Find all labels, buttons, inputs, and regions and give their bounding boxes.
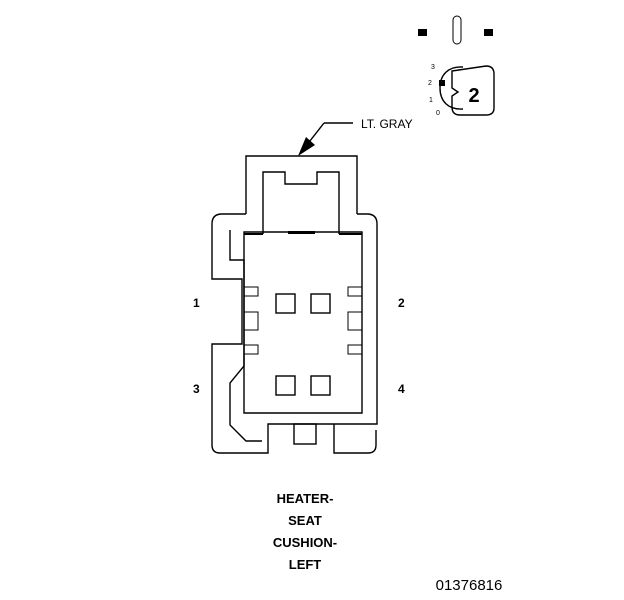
key-scale-3: 3 [431, 64, 435, 71]
key-scale-1: 1 [429, 97, 433, 104]
color-leader: LT. GRAY [298, 117, 413, 156]
rib-left-2 [243, 311, 259, 331]
rib-right-2 [347, 311, 363, 331]
pin-label-4: 4 [398, 382, 405, 396]
right-mark [484, 29, 493, 36]
connector-outer-shell [211, 213, 378, 454]
title-line-2: SEAT [288, 513, 322, 528]
connector-color-label: LT. GRAY [361, 117, 413, 131]
orientation-marks [418, 15, 493, 45]
connector-body [211, 155, 378, 454]
figure-id: 01376816 [436, 577, 503, 594]
pin-label-2: 2 [398, 296, 405, 310]
left-latch-rail [229, 230, 262, 442]
latch-housing-inner [262, 171, 340, 234]
pin-label-1: 1 [193, 296, 200, 310]
rib-right-1 [347, 286, 363, 297]
leader-arrowhead [298, 137, 315, 156]
title-line-3: CUSHION- [273, 535, 337, 550]
pin-cavity-3 [275, 375, 296, 396]
pin-cavity-2 [310, 293, 331, 314]
rib-left-1 [243, 286, 259, 297]
bottom-tab-left [293, 423, 317, 445]
connector-cavity-frame [243, 231, 363, 414]
key-body [451, 65, 495, 116]
latch-housing-outer [245, 155, 358, 214]
key-scale-2: 2 [428, 80, 432, 87]
title-line-4: LEFT [289, 557, 322, 572]
title-line-1: HEATER- [277, 491, 334, 506]
key-indicator [439, 80, 445, 86]
bottom-tab-right [333, 424, 377, 454]
connector-title: HEATER- SEAT CUSHION- LEFT [273, 491, 337, 572]
rib-left-3 [243, 344, 259, 355]
pin-cavity-4 [310, 375, 331, 396]
key-scale-0: 0 [436, 110, 440, 117]
connector-key-icon: 3 2 1 0 2 [428, 64, 495, 117]
key-number: 2 [468, 85, 479, 107]
left-mark [418, 29, 427, 36]
center-slot [452, 15, 462, 45]
pin-label-3: 3 [193, 382, 200, 396]
rib-right-3 [347, 344, 363, 355]
pin-cavity-1 [275, 293, 296, 314]
